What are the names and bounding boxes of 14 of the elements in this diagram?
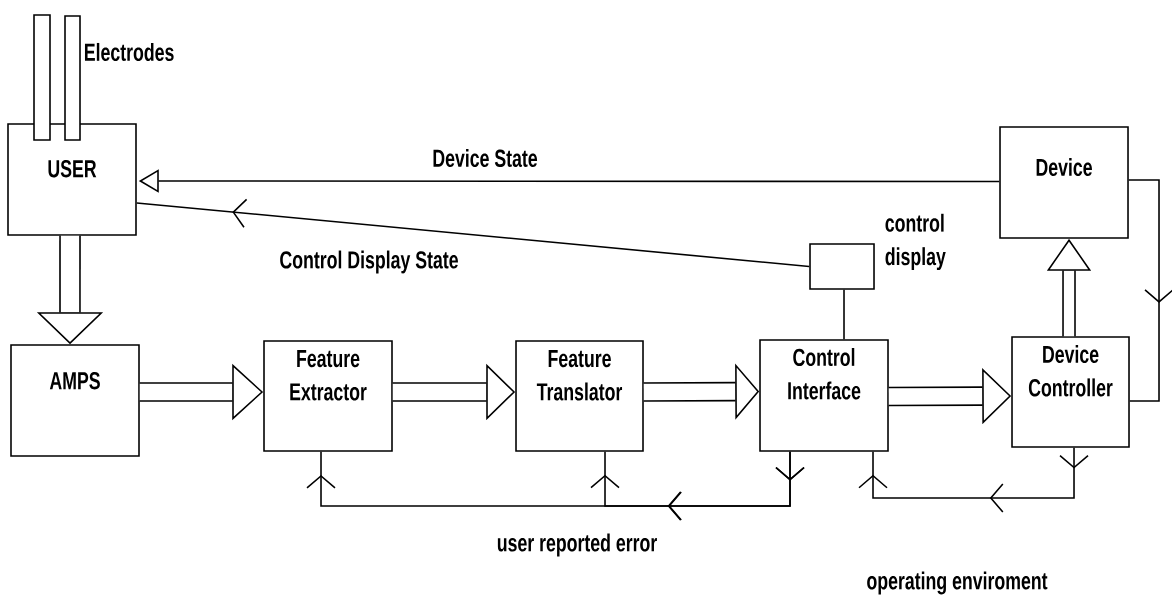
text-label: Electrodes xyxy=(85,42,174,62)
box-caption: control display xyxy=(885,213,946,271)
connector-line xyxy=(843,289,845,340)
process-box: AMPS xyxy=(10,344,140,457)
process-box: Feature Extractor xyxy=(263,340,393,452)
process-box: USER xyxy=(7,123,137,236)
process-box: Control Interface xyxy=(759,339,889,452)
process-box: Feature Translator xyxy=(515,340,644,452)
text-label: operating enviroment xyxy=(867,571,1048,595)
edge-label: Device State xyxy=(430,147,540,169)
edge-label: Control Display State xyxy=(277,248,461,276)
process-box: Device xyxy=(999,126,1129,239)
text-label: user reported error xyxy=(497,533,657,557)
process-box: Device Controller xyxy=(1011,336,1130,448)
